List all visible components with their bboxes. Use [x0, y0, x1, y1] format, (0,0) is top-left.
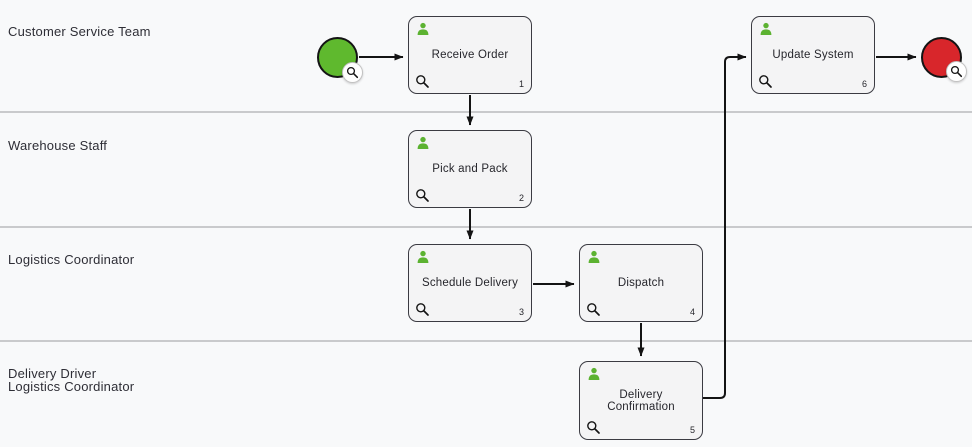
task-receive-order[interactable]: Receive Order 1: [408, 16, 532, 94]
person-icon: [416, 136, 430, 150]
task-zoom-button[interactable]: [415, 74, 430, 89]
task-label: Delivery Confirmation: [607, 388, 675, 413]
magnifier-icon: [416, 75, 429, 88]
task-pick-and-pack[interactable]: Pick and Pack 2: [408, 130, 532, 208]
task-label: Update System: [772, 49, 854, 61]
lane-divider: [0, 340, 972, 342]
task-number: 6: [861, 79, 867, 89]
task-zoom-button[interactable]: [415, 188, 430, 203]
task-zoom-button[interactable]: [586, 420, 601, 435]
lane-label-delivery-driver: Delivery Driver Logistics Coordinator: [8, 366, 135, 394]
lane-divider: [0, 111, 972, 113]
task-update-system[interactable]: Update System 6: [751, 16, 875, 94]
start-event-zoom-button[interactable]: [342, 62, 363, 83]
magnifier-icon: [416, 303, 429, 316]
magnifier-icon: [346, 66, 359, 79]
end-event-zoom-button[interactable]: [946, 61, 967, 82]
person-icon: [587, 367, 601, 381]
magnifier-icon: [416, 189, 429, 202]
person-icon: [587, 250, 601, 264]
task-label: Dispatch: [617, 277, 665, 289]
magnifier-icon: [950, 65, 963, 78]
task-number: 1: [518, 79, 524, 89]
task-number: 3: [518, 307, 524, 317]
lane-label-warehouse-staff: Warehouse Staff: [8, 138, 108, 153]
task-label: Receive Order: [431, 49, 509, 61]
task-label: Pick and Pack: [432, 163, 508, 175]
task-zoom-button[interactable]: [415, 302, 430, 317]
start-event[interactable]: [317, 37, 358, 78]
lane-label-customer-service-team: Customer Service Team: [8, 24, 151, 39]
task-zoom-button[interactable]: [758, 74, 773, 89]
task-number: 2: [518, 193, 524, 203]
task-number: 5: [689, 425, 695, 435]
task-schedule-delivery[interactable]: Schedule Delivery 3: [408, 244, 532, 322]
person-icon: [759, 22, 773, 36]
task-dispatch[interactable]: Dispatch 4: [579, 244, 703, 322]
lane-label-logistics-coordinator: Logistics Coordinator: [8, 252, 135, 267]
task-number: 4: [689, 307, 695, 317]
task-label: Schedule Delivery: [421, 277, 519, 289]
person-icon: [416, 250, 430, 264]
magnifier-icon: [587, 303, 600, 316]
task-delivery-confirmation[interactable]: Delivery Confirmation 5: [579, 361, 703, 440]
magnifier-icon: [587, 421, 600, 434]
task-zoom-button[interactable]: [586, 302, 601, 317]
connector-delivery-confirmation-to-update-system: [703, 53, 747, 399]
person-icon: [416, 22, 430, 36]
magnifier-icon: [759, 75, 772, 88]
lane-divider: [0, 226, 972, 228]
